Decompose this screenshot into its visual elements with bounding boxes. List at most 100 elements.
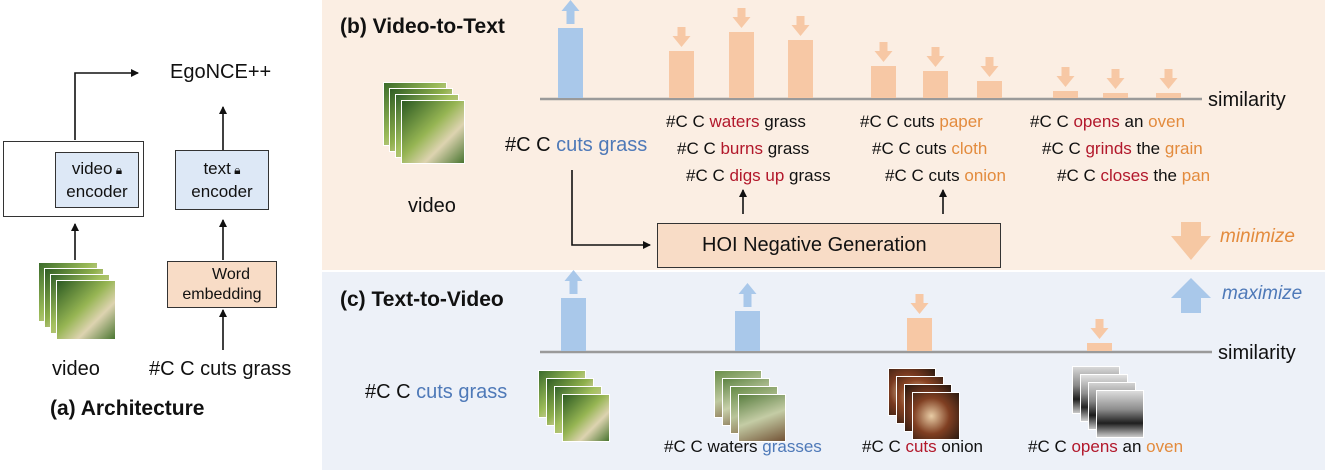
caption-segment: #C C waters	[664, 437, 763, 456]
caption-segment: #C C	[1028, 437, 1072, 456]
similarity-bar	[561, 298, 586, 351]
hoi-box-label: HOI Negative Generation	[702, 234, 927, 256]
caption-b-2-1: #C C grinds the grain	[1042, 139, 1203, 159]
caption-c-1: #C C cuts onion	[862, 437, 983, 457]
caption-segment: grass	[763, 139, 810, 158]
increase-arrow-icon	[738, 283, 757, 307]
similarity-bar	[977, 81, 1002, 98]
query-b-highlight: cuts grass	[556, 134, 648, 156]
caption-segment: #C C	[677, 139, 721, 158]
caption-segment: burns	[720, 139, 763, 158]
caption-segment: opens	[1071, 437, 1118, 456]
decrease-arrow-icon	[672, 27, 691, 47]
bars-c	[561, 270, 1112, 351]
word-embedding-box: Word embedding	[167, 261, 277, 308]
caption-segment: grass	[784, 166, 831, 185]
axis-label-c: similarity	[1218, 342, 1296, 364]
caption-segment: cuts	[905, 437, 937, 456]
caption-segment: grinds	[1085, 139, 1132, 158]
increase-arrow-icon	[561, 0, 580, 24]
video-encoder-line2: encoder	[66, 182, 128, 201]
query-b-prefix: #C C	[505, 134, 557, 156]
panel-b-title: (b) Video-to-Text	[340, 15, 505, 38]
similarity-bar	[735, 311, 760, 351]
text-encoder-box: text 🔒︎ encoder	[175, 150, 269, 210]
caption-segment: paper	[939, 112, 983, 131]
lock-icon: 🔒︎	[112, 163, 123, 177]
decrease-arrow-icon	[980, 57, 999, 77]
caption-segment: opens	[1073, 112, 1120, 131]
query-to-hoi-arrow	[571, 170, 651, 249]
loss-label: EgoNCE++	[170, 61, 272, 83]
caption-segment: grain	[1164, 139, 1203, 158]
caption-segment: #C C	[1042, 139, 1086, 158]
decrease-arrow-icon	[910, 294, 929, 314]
similarity-bar	[1053, 91, 1078, 98]
similarity-bar	[1087, 343, 1112, 351]
decrease-arrow-icon	[926, 47, 945, 67]
increase-arrow-icon	[564, 270, 583, 294]
maximize-arrow-icon	[1171, 278, 1211, 313]
caption-b-0-1: #C C burns grass	[677, 139, 809, 159]
decrease-arrow-icon	[791, 16, 810, 36]
caption-segment: #C C cuts	[860, 112, 940, 131]
query-b: #C C cuts grass	[505, 134, 647, 157]
hoi-negative-generation-box: HOI Negative Generation	[657, 223, 1001, 268]
panel-c-background	[322, 272, 1325, 470]
panel-c-title: (c) Text-to-Video	[340, 288, 504, 311]
caption-b-2-2: #C C closes the pan	[1057, 166, 1210, 186]
video-label-a: video	[52, 358, 100, 380]
video-encoder-to-loss-arrow	[74, 69, 139, 140]
caption-segment: grass	[759, 112, 806, 131]
caption-segment: #C C cuts	[872, 139, 952, 158]
text-encoder-line2: encoder	[191, 182, 253, 201]
similarity-bar	[923, 71, 948, 98]
caption-b-2-0: #C C opens an oven	[1030, 112, 1185, 132]
decrease-arrow-icon	[732, 8, 751, 28]
word-embedding-line1: Word	[212, 266, 250, 283]
caption-segment: oven	[1146, 437, 1184, 456]
minimize-arrow-icon	[1171, 222, 1211, 260]
caption-b-1-1: #C C cuts cloth	[872, 139, 987, 159]
similarity-bar	[669, 51, 694, 98]
video-encoder-line1: video	[71, 159, 113, 178]
caption-b-0-0: #C C waters grass	[666, 112, 806, 132]
caption-segment: #C C	[686, 166, 730, 185]
text-input-label: #C C cuts grass	[149, 358, 292, 380]
caption-segment: digs up	[729, 166, 785, 185]
caption-segment: onion	[936, 437, 983, 456]
text-encoder-line1: text	[203, 159, 231, 178]
caption-segment: oven	[1148, 112, 1186, 131]
query-c-highlight: cuts grass	[416, 381, 508, 403]
query-c-prefix: #C C	[365, 381, 417, 403]
caption-segment: #C C	[1057, 166, 1101, 185]
decrease-arrow-icon	[1056, 67, 1075, 87]
query-c: #C C cuts grass	[365, 381, 507, 404]
caption-b-0-2: #C C digs up grass	[686, 166, 831, 186]
similarity-bar	[558, 28, 583, 98]
caption-segment: an	[1119, 112, 1149, 131]
decrease-arrow-icon	[1106, 69, 1125, 89]
video-encoder-box: video 🔒︎ encoder	[55, 152, 139, 208]
caption-segment: cloth	[951, 139, 988, 158]
caption-segment: grasses	[762, 437, 822, 456]
caption-segment: #C C cuts	[885, 166, 965, 185]
lock-icon-2: 🔒︎	[230, 163, 241, 177]
video-label-b: video	[408, 195, 456, 217]
caption-segment: pan	[1181, 166, 1211, 185]
caption-b-1-0: #C C cuts paper	[860, 112, 983, 132]
decrease-arrow-icon	[1090, 319, 1109, 339]
word-embedding-line2: embedding	[182, 286, 262, 303]
caption-segment: waters	[709, 112, 760, 131]
similarity-bar	[1156, 93, 1181, 98]
similarity-bar	[871, 66, 896, 98]
similarity-bar	[788, 40, 813, 98]
similarity-bar	[729, 32, 754, 98]
caption-segment: closes	[1100, 166, 1149, 185]
similarity-bar	[907, 318, 932, 351]
caption-c-2: #C C opens an oven	[1028, 437, 1183, 457]
minimize-label: minimize	[1220, 226, 1295, 247]
decrease-arrow-icon	[874, 42, 893, 62]
decrease-arrow-icon	[1159, 69, 1178, 89]
